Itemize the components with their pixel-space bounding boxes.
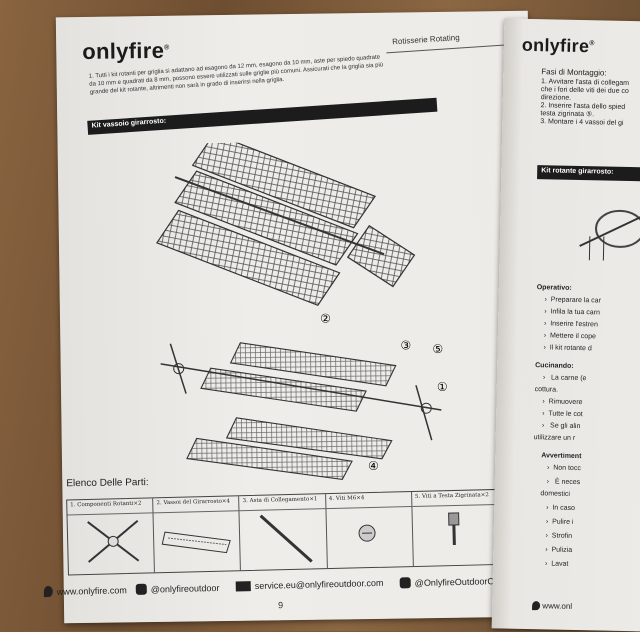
parts-table: 1. Componenti Rotanti×2 2. Vassoi del Gi… <box>66 489 500 576</box>
avvert-line: › Lavat <box>545 559 569 568</box>
trademark-symbol: ® <box>164 44 170 51</box>
trademark-symbol: ® <box>589 40 595 47</box>
operativo-item: › Mettere il cope <box>544 331 596 341</box>
instagram-icon <box>136 584 147 595</box>
page-number: 9 <box>278 600 283 610</box>
avvert-line: › Non tocc <box>547 463 581 473</box>
brand-logo-right: onlyfire® <box>522 35 595 58</box>
avvertimenti-title: Avvertiment <box>541 451 581 461</box>
operativo-title: Operativo: <box>537 283 572 293</box>
part-label: 4. Viti M6×4 <box>326 492 412 509</box>
operativo-item: › Preparare la car <box>544 295 601 305</box>
brand-logo: onlyfire® <box>82 38 170 65</box>
section-band: Kit vassoio girarrosto: <box>87 98 437 135</box>
brand-logo-text: onlyfire <box>82 38 164 64</box>
assembly-line: 3. Montare i 4 vassoi del gi <box>540 117 623 128</box>
brand-logo-text: onlyfire <box>522 35 590 56</box>
operativo-item: › Infila la tua carn <box>544 307 600 317</box>
footer-instagram-text: @onlyfireoutdoor <box>151 582 220 594</box>
cucinando-line: › La carne (e <box>543 373 587 383</box>
part-cell: 3. Asta di Collegamento×1 <box>240 494 328 570</box>
cucinando-line: › Tutte le cot <box>542 409 583 419</box>
operativo-item: › Il kit rotante d <box>543 343 591 353</box>
part-cell: 5. Viti a Testa Zigrinata×2 <box>412 490 499 566</box>
assembled-tray-stack <box>151 140 430 322</box>
footer-instagram[interactable]: @onlyfireoutdoor <box>136 582 220 595</box>
callout-5: ⑤ <box>432 342 443 356</box>
cucinando-line: cottura. <box>535 385 559 394</box>
part-cell: 2. Vassoi del Girarrosto×4 <box>153 496 241 572</box>
callout-3: ③ <box>400 338 411 352</box>
operativo-item: › Inserire l'estren <box>544 319 598 329</box>
avvert-line: › È neces <box>547 477 581 487</box>
cucinando-line: utilizzare un r <box>534 433 576 443</box>
parts-list-title: Elenco Delle Parti: <box>66 477 148 489</box>
footer-web-right: www.onl <box>532 601 572 611</box>
rotisserie-tray-illustration <box>138 140 473 485</box>
callout-4: ④ <box>368 459 379 473</box>
footer-email[interactable]: service.eu@onlyfireoutdoor.com <box>236 578 384 592</box>
cucinando-line: › Se gli alin <box>542 421 581 431</box>
avvert-line: › Pulizia <box>545 545 572 555</box>
cucinando-line: › Rimuovere <box>542 397 582 407</box>
rotating-component-icon <box>77 510 158 572</box>
avvert-line: › Strofin <box>545 531 572 541</box>
part-cell: 4. Viti M6×4 <box>326 492 414 568</box>
manual-page-right: onlyfire® Fasi di Montaggio: 1. Avvitare… <box>492 18 640 631</box>
assembly-title: Fasi di Montaggio: <box>541 67 607 77</box>
callout-1: ① <box>437 380 448 394</box>
exploded-parts <box>160 340 442 482</box>
rotisserie-kit-illustration <box>559 196 640 268</box>
avvert-line: domestici <box>540 489 570 499</box>
avvert-line: › Pulire i <box>546 517 574 527</box>
cucinando-title: Cucinando: <box>535 361 574 371</box>
page-header-title: Rotisserie Rotating <box>392 34 460 46</box>
connecting-rod-icon <box>246 506 327 568</box>
tray-icon <box>160 510 241 572</box>
mail-icon <box>236 581 251 591</box>
facebook-icon <box>400 577 411 588</box>
part-cell: 1. Componenti Rotanti×2 <box>67 498 155 574</box>
web-icon <box>44 586 53 597</box>
avvert-line: › In caso <box>546 503 575 513</box>
footer-email-text: service.eu@onlyfireoutdoor.com <box>255 578 384 591</box>
manual-page-left: onlyfire® Rotisserie Rotating 1. Tutti i… <box>56 11 536 624</box>
footer-web[interactable]: www.onlyfire.com <box>44 584 127 597</box>
section-band-right: Kit rotante girarrosto: <box>537 165 640 182</box>
web-icon <box>532 601 540 610</box>
callout-2: ② <box>320 312 331 326</box>
footer-web-text: www.onlyfire.com <box>57 585 127 597</box>
